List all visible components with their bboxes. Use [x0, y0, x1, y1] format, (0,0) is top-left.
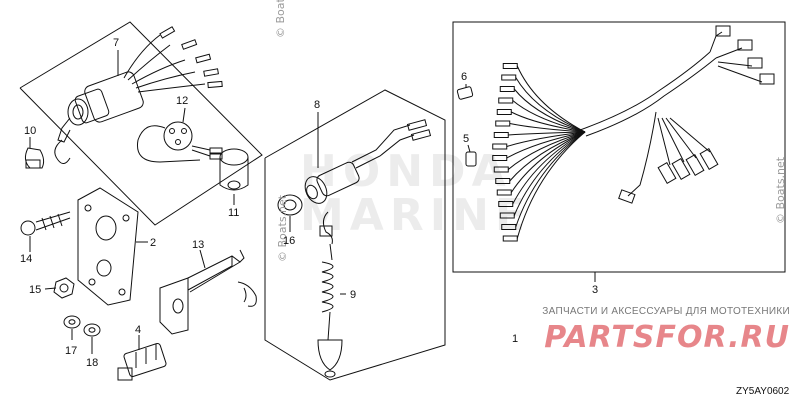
harness-wire: [506, 131, 586, 159]
partsfor-banner: ЗАПЧАСТИ И АКСЕССУАРЫ ДЛЯ МОТОТЕХНИКИ PA…: [470, 306, 790, 356]
harness-wire: [508, 131, 586, 136]
harness-terminal: [501, 74, 517, 81]
callout-14: 14: [20, 253, 32, 265]
callout-15: 15: [29, 284, 41, 296]
terminal-cap-part: [465, 151, 477, 167]
callout-9: 9: [350, 289, 356, 301]
group-frame-center: [264, 89, 446, 381]
harness-terminal: [502, 235, 518, 242]
wire-clip-part: [24, 147, 45, 169]
callout-7: 7: [113, 37, 119, 49]
harness-wire: [511, 111, 586, 133]
callout-13: 13: [192, 239, 204, 251]
partsfor-site-logo: PARTSFOR.RU: [544, 320, 790, 355]
harness-wire: [512, 100, 586, 133]
leader-lines: [29, 50, 596, 354]
harness-terminal: [498, 201, 514, 207]
watermark-mid: © Boats.net: [276, 194, 289, 262]
main-wire-harness-part: [492, 25, 775, 242]
harness-terminal: [493, 132, 509, 138]
harness-terminal: [501, 224, 517, 230]
callout-17: 17: [65, 345, 77, 357]
callout-3: 3: [592, 284, 598, 296]
switch-plate-part: [77, 187, 139, 306]
connector-part: [117, 342, 167, 381]
harness-wire: [513, 131, 586, 216]
washer-part-17: [63, 315, 81, 329]
harness-terminal: [499, 212, 515, 219]
callout-8: 8: [314, 99, 320, 111]
harness-terminal: [495, 178, 511, 184]
harness-wire: [510, 131, 586, 193]
harness-terminal: [499, 86, 515, 92]
callout-12: 12: [176, 95, 188, 107]
watermark-top: © Boats.net: [274, 0, 287, 38]
callout-1: 1: [512, 333, 518, 345]
emergency-stop-switch-part: [304, 119, 432, 204]
callout-4: 4: [135, 324, 141, 336]
callout-5: 5: [463, 133, 469, 145]
group-frame-right: [452, 21, 786, 273]
harness-terminal: [493, 166, 509, 173]
honda-marine-watermark: HONDA MARINE: [300, 150, 531, 238]
harness-terminal: [495, 120, 511, 127]
warning-buzzer-part: [136, 121, 223, 163]
partsfor-tagline: ЗАПЧАСТИ И АКСЕССУАРЫ ДЛЯ МОТОТЕХНИКИ: [542, 306, 790, 317]
cable-clamp-part: [219, 148, 249, 191]
harness-wire: [516, 65, 586, 133]
callout-16: 16: [283, 235, 295, 247]
washer-part-18: [83, 323, 101, 337]
harness-wire: [512, 131, 586, 205]
nut-part: [53, 277, 75, 299]
harness-terminal: [496, 109, 512, 115]
callout-2: 2: [150, 237, 156, 249]
harness-terminal: [502, 63, 518, 69]
callout-6: 6: [461, 71, 467, 83]
callout-10: 10: [24, 125, 36, 137]
harness-terminal: [492, 155, 508, 161]
diagram-code: ZY5AY0602: [736, 386, 790, 397]
harness-wire: [509, 123, 586, 133]
harness-wire: [516, 131, 586, 239]
mounting-bracket-part: [159, 249, 257, 335]
switch-nut-part: [277, 194, 303, 216]
ignition-switch-part: [54, 26, 223, 164]
harness-terminal: [496, 189, 512, 196]
callout-18: 18: [86, 357, 98, 369]
honda-watermark-line2: MARINE: [300, 190, 531, 241]
terminal-part: [456, 86, 474, 100]
harness-wire: [515, 77, 586, 133]
group-frame-left: [19, 21, 263, 226]
harness-wire: [507, 131, 586, 170]
watermark-right: © Boats.net: [774, 156, 787, 224]
harness-wire: [509, 131, 586, 182]
honda-watermark-line1: HONDA: [300, 146, 512, 197]
harness-terminal: [498, 97, 514, 104]
stop-switch-lanyard-part: [317, 211, 343, 378]
harness-wire: [513, 88, 586, 133]
bolt-part: [20, 211, 71, 236]
harness-wire: [515, 131, 586, 228]
harness-wire: [506, 131, 586, 147]
harness-terminal: [492, 143, 508, 150]
callout-11: 11: [228, 207, 239, 219]
